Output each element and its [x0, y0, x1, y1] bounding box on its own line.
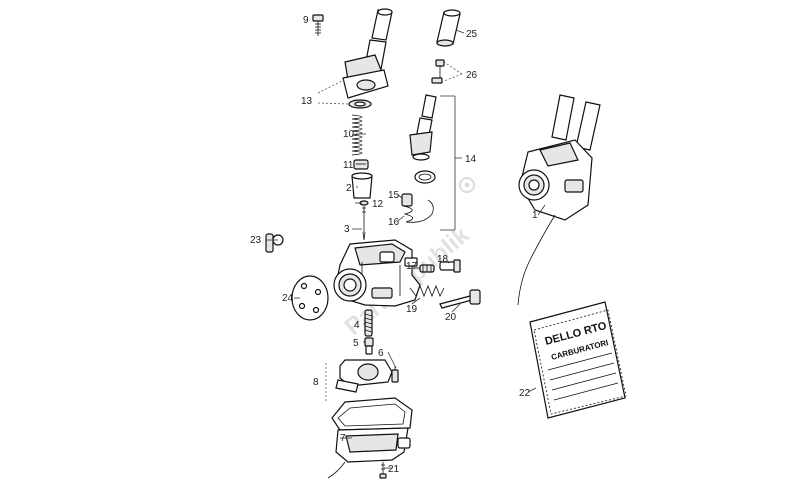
- part-11-clip: [353, 159, 369, 170]
- part-18-plug: [439, 259, 461, 273]
- part-24-cover-plate: [291, 275, 329, 321]
- part-float-bowl-gasket: [331, 397, 413, 431]
- label-14: 14: [465, 154, 477, 165]
- part-5-main-jet: [364, 337, 374, 355]
- part-9-screw: [312, 14, 324, 36]
- label-24: 24: [282, 293, 294, 304]
- label-4: 4: [354, 320, 360, 331]
- label-25: 25: [466, 29, 478, 40]
- part-14-choke-tube: [409, 94, 437, 161]
- part-3-needle: [362, 206, 366, 241]
- part-14-o-ring: [414, 170, 436, 184]
- part-carburetor-body: [333, 239, 421, 307]
- part-cable-adjuster-cap: [342, 8, 393, 99]
- label-15: 15: [388, 190, 400, 201]
- part-13-ring: [348, 99, 372, 109]
- label-12: 12: [372, 199, 384, 210]
- part-4-jet-holder: [364, 309, 373, 337]
- label-8: 8: [313, 377, 319, 388]
- part-20-idle-screw: [439, 289, 481, 309]
- part-22-repair-kit-bag: DELLO RTO CARBURATORI: [529, 301, 627, 419]
- label-1: 1: [532, 210, 538, 221]
- label-16: 16: [388, 217, 400, 228]
- part-8-float: [335, 359, 393, 393]
- watermark-gear-icon: [459, 177, 475, 193]
- part-2-throttle-slide: [351, 172, 373, 199]
- label-19: 19: [406, 304, 418, 315]
- label-23: 23: [250, 235, 262, 246]
- label-7: 7: [340, 433, 346, 444]
- label-21: 21: [388, 464, 400, 475]
- label-10: 10: [343, 129, 355, 140]
- part-21-drain-screw: [379, 462, 387, 479]
- label-18: 18: [437, 254, 449, 265]
- label-22: 22: [519, 388, 531, 399]
- label-26: 26: [466, 70, 478, 81]
- label-6: 6: [378, 348, 384, 359]
- label-5: 5: [353, 338, 359, 349]
- part-25-rubber-cap: [436, 9, 461, 47]
- label-2: 2: [346, 183, 352, 194]
- part-23-screw: [265, 233, 284, 253]
- part-15-plunger: [401, 193, 413, 207]
- part-labels: 9 13 10 11 2 12 3 23 24 4 5 6 8 7 21 17 …: [250, 15, 538, 475]
- part-6-float-needle: [391, 366, 399, 383]
- part-1-complete-carburetor: [517, 94, 601, 306]
- part-19-idle-spring: [409, 284, 445, 298]
- label-17: 17: [406, 261, 418, 272]
- leader-lines: [266, 29, 546, 469]
- part-16-choke-spring: [403, 199, 434, 223]
- label-3: 3: [344, 224, 350, 235]
- part-10-spring: [351, 114, 363, 156]
- part-17-screw: [419, 264, 435, 273]
- label-11: 11: [343, 160, 354, 171]
- label-20: 20: [445, 312, 457, 323]
- part-26-screws: [431, 59, 445, 84]
- label-9: 9: [303, 15, 309, 26]
- label-13: 13: [301, 96, 313, 107]
- part-7-float-bowl: [327, 427, 411, 479]
